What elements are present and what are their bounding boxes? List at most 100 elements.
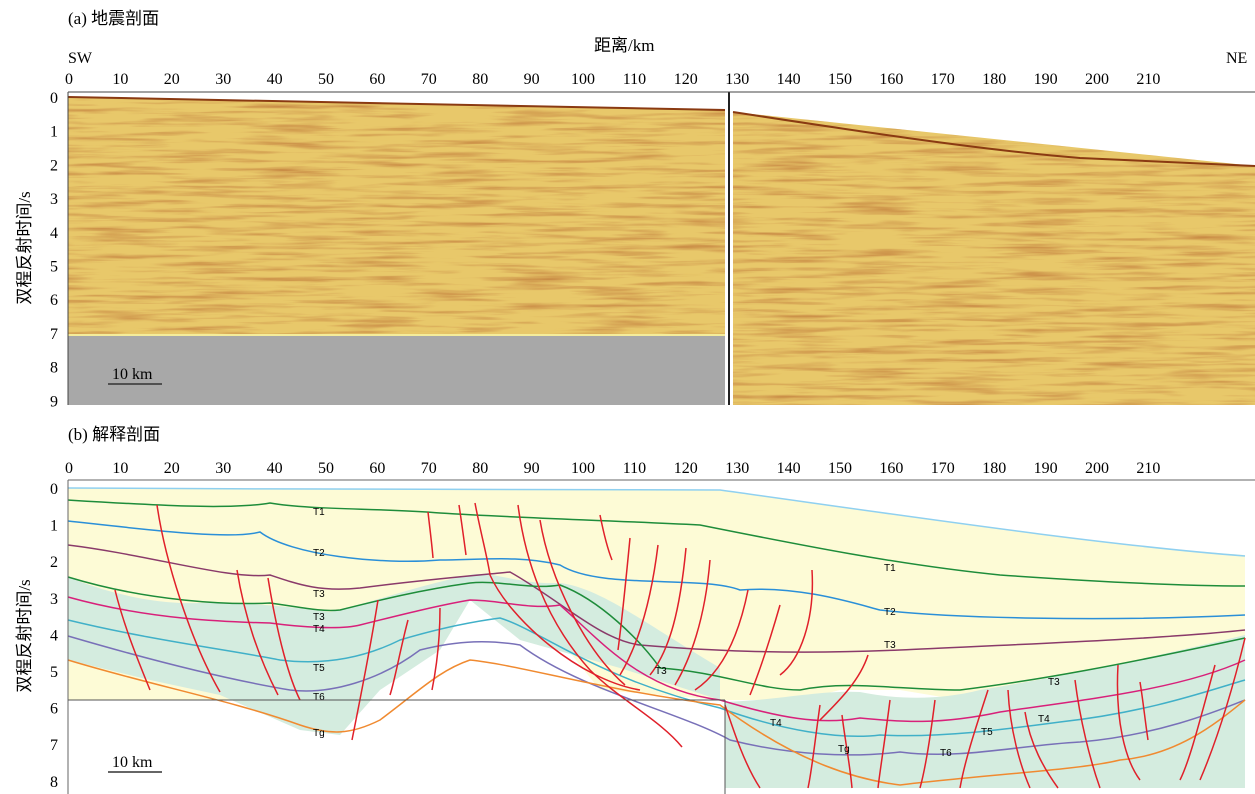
fault-32	[1139, 681, 1149, 741]
x-axis-title: 距离/km	[594, 36, 654, 55]
y-tick-label: 7	[50, 737, 58, 754]
fault-25	[877, 699, 891, 789]
label-t3-left: T3	[313, 589, 325, 600]
x-tick-label: 170	[931, 71, 955, 88]
x-tick-label: 70	[421, 71, 437, 88]
fault-22	[807, 704, 821, 789]
label-tg-mid: Tg	[838, 744, 850, 755]
direction-ne-label: NE	[1226, 50, 1247, 67]
y-tick-label: 2	[50, 157, 58, 174]
x-tick-label: 190	[1034, 460, 1058, 477]
label-t4-left: T4	[313, 624, 325, 635]
label-t5-right: T5	[981, 727, 993, 738]
horizon-t3-1	[67, 576, 1246, 691]
x-tick-label: 40	[267, 71, 283, 88]
horizon-tg	[67, 659, 1246, 786]
x-tick-label: 50	[318, 71, 334, 88]
fault-4	[267, 577, 301, 701]
fault-6	[389, 619, 409, 696]
no-data-area	[68, 335, 725, 405]
x-tick-label: 150	[828, 71, 852, 88]
panel-a-scale-label: 10 km	[112, 366, 153, 383]
y-tick-label: 8	[50, 774, 58, 791]
label-t3-right: T3	[884, 640, 896, 651]
x-tick-label: 40	[267, 460, 283, 477]
y-tick-label: 3	[50, 591, 58, 608]
x-tick-label: 130	[725, 460, 749, 477]
x-tick-label: 80	[472, 71, 488, 88]
fault-26	[919, 699, 936, 789]
label-t4-mid: T4	[770, 718, 782, 729]
panel-b-title: (b) 解释剖面	[68, 425, 160, 444]
x-tick-label: 170	[931, 460, 955, 477]
x-tick-label: 50	[318, 460, 334, 477]
fault-2	[156, 504, 221, 693]
panel-b-scale-label: 10 km	[112, 754, 153, 771]
panel-a-title: (a) 地震剖面	[68, 9, 159, 28]
direction-sw-label: SW	[68, 50, 93, 67]
x-tick-label: 120	[674, 71, 698, 88]
label-t3-1-mid: T3	[655, 666, 667, 677]
label-t4-right: T4	[1038, 714, 1050, 725]
y-tick-label: 0	[50, 90, 58, 107]
x-tick-label: 160	[879, 71, 903, 88]
y-tick-label: 6	[50, 292, 58, 309]
fault-29	[1024, 711, 1059, 789]
y-tick-label: 1	[50, 518, 58, 535]
label-t1-right: T1	[884, 563, 896, 574]
y-tick-label: 7	[50, 326, 58, 343]
seismic-image-left	[68, 97, 725, 335]
horizon-labels: T1 T2 T3 T3 T4 T5 T6 Tg T1 T2 T3 T3 T4 T…	[313, 507, 1060, 759]
x-tick-label: 20	[164, 460, 180, 477]
fault-9	[458, 504, 467, 556]
y-tick-label: 4	[50, 225, 58, 242]
y-tick-label: 0	[50, 481, 58, 498]
x-tick-label: 80	[472, 460, 488, 477]
y-tick-label: 4	[50, 627, 58, 644]
x-tick-label: 60	[369, 460, 385, 477]
seafloor-horizon	[67, 487, 1246, 557]
fault-15	[619, 544, 659, 676]
fault-16	[649, 547, 687, 676]
fault-1	[114, 589, 151, 691]
panel-b-y-axis-title: 双程反射时间/s	[15, 579, 34, 692]
horizon-t6	[67, 635, 1246, 756]
fault-3	[236, 569, 279, 696]
fault-34	[1199, 637, 1246, 781]
fault-27	[959, 689, 989, 789]
x-tick-label: 210	[1136, 460, 1160, 477]
y-tick-label: 5	[50, 259, 58, 276]
y-tick-label: 2	[50, 554, 58, 571]
y-tick-label: 5	[50, 664, 58, 681]
y-tick-label: 8	[50, 360, 58, 377]
fault-12	[539, 519, 626, 686]
x-tick-label: 130	[725, 71, 749, 88]
y-tick-label: 1	[50, 124, 58, 141]
x-tick-label: 0	[65, 71, 73, 88]
seafloor-reflector-right	[732, 111, 1255, 167]
x-tick-label: 140	[777, 460, 801, 477]
fault-19	[749, 604, 781, 696]
fault-lines	[114, 502, 1246, 789]
x-tick-label: 90	[524, 460, 540, 477]
x-tick-label: 160	[879, 460, 903, 477]
fault-33	[1179, 664, 1216, 781]
x-tick-label: 190	[1034, 71, 1058, 88]
label-t6-mid: T6	[940, 748, 952, 759]
y-tick-label: 6	[50, 701, 58, 718]
x-tick-label: 30	[215, 71, 231, 88]
x-tick-label: 110	[623, 71, 646, 88]
x-tick-label: 140	[777, 71, 801, 88]
y-tick-label: 9	[50, 393, 58, 410]
x-tick-label: 10	[112, 71, 128, 88]
fault-14	[617, 537, 631, 651]
x-tick-label: 90	[524, 71, 540, 88]
x-tick-label: 0	[65, 460, 73, 477]
x-tick-label: 180	[982, 71, 1006, 88]
x-tick-label: 70	[421, 460, 437, 477]
fault-13	[599, 514, 613, 561]
